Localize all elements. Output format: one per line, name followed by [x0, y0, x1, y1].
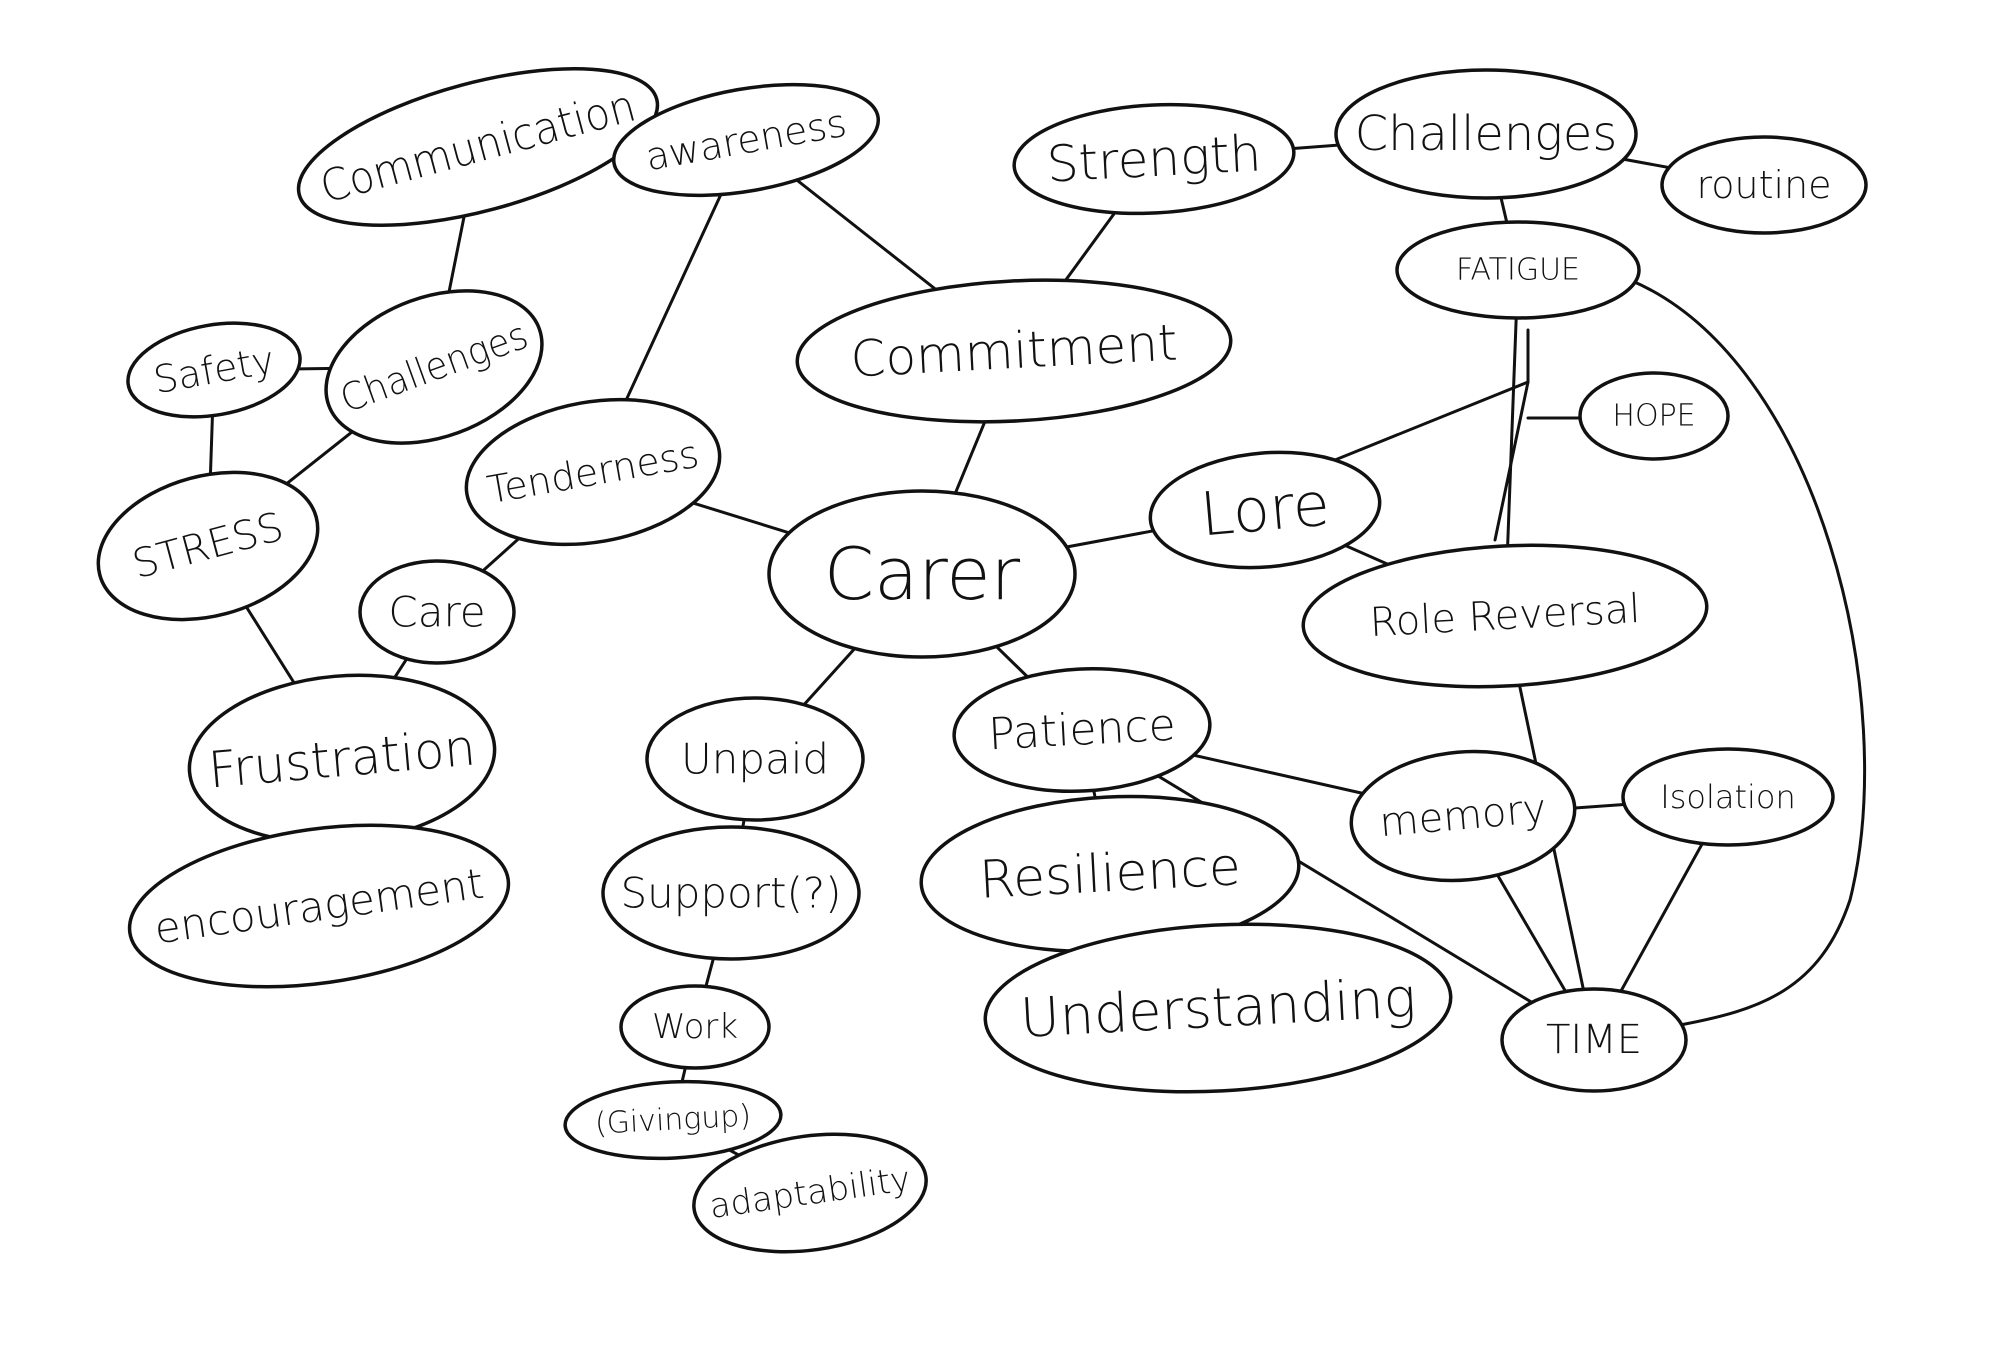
node-outline	[619, 984, 771, 1070]
node-outline	[1301, 543, 1709, 689]
node-label: Patience	[987, 700, 1177, 761]
node-label: Resilience	[978, 837, 1243, 911]
node-tenderness: Tenderness	[464, 397, 722, 547]
node-outline	[96, 470, 320, 622]
node-resilience: Resilience	[919, 794, 1301, 954]
node-work: Work	[619, 984, 771, 1070]
node-encouragement: encouragement	[127, 823, 511, 989]
node-outline	[1349, 749, 1577, 883]
node-outline	[1012, 102, 1296, 216]
node-outline	[358, 559, 516, 665]
node-outline	[126, 321, 302, 419]
node-frustration: Frustration	[187, 673, 497, 845]
node-memory: memory	[1349, 749, 1577, 883]
node-outline	[795, 278, 1233, 424]
node-label: Unpaid	[681, 735, 829, 784]
node-outline	[563, 1079, 783, 1161]
edge-patience-time	[1080, 728, 1596, 1042]
node-safety: Safety	[126, 321, 302, 419]
node-label: Carer	[824, 532, 1021, 616]
node-label: Isolation	[1660, 778, 1795, 816]
node-outline	[983, 922, 1453, 1094]
edge-branch-0	[1333, 380, 1530, 462]
node-carer: Carer	[767, 489, 1077, 659]
node-understanding: Understanding	[983, 922, 1453, 1094]
edge-branch-3	[1493, 380, 1530, 542]
node-outline	[127, 823, 511, 989]
node-routine: routine	[1660, 135, 1868, 235]
node-isolation: Isolation	[1621, 747, 1835, 847]
node-label: Care	[388, 588, 485, 637]
node-love: Lore	[1148, 450, 1382, 570]
node-label: (Givingup)	[594, 1098, 752, 1141]
node-outline	[1578, 371, 1730, 461]
node-label: FATIGUE	[1456, 253, 1580, 288]
node-hope: HOPE	[1578, 371, 1730, 461]
node-outline	[1660, 135, 1868, 235]
node-outline	[645, 696, 865, 822]
edge-fatigue-time	[1628, 278, 1866, 1027]
node-support: Support(?)	[601, 825, 861, 961]
node-challenges-top: Challenges	[1334, 68, 1638, 200]
node-label: Support(?)	[620, 869, 841, 918]
node-label: routine	[1696, 163, 1831, 207]
node-care: Care	[358, 559, 516, 665]
node-commitment: Commitment	[795, 278, 1233, 424]
node-outline	[952, 666, 1212, 794]
node-label: Strength	[1045, 124, 1262, 193]
node-role-reversal: Role Reversal	[1301, 543, 1709, 689]
node-label: Work	[652, 1007, 738, 1047]
node-label: Challenges	[1355, 106, 1618, 162]
node-outline	[1500, 987, 1688, 1093]
node-outline	[601, 825, 861, 961]
node-label: HOPE	[1612, 399, 1695, 434]
node-awareness: awareness	[611, 82, 881, 198]
node-outline	[296, 67, 660, 227]
node-outline	[692, 1132, 928, 1254]
node-givingup: (Givingup)	[563, 1079, 783, 1161]
node-label: TIME	[1546, 1017, 1642, 1063]
node-outline	[767, 489, 1077, 659]
node-patience: Patience	[952, 666, 1212, 794]
node-adaptability: adaptability	[692, 1132, 928, 1254]
node-unpaid: Unpaid	[645, 696, 865, 822]
node-communication: Communication	[296, 67, 660, 227]
node-strength: Strength	[1012, 102, 1296, 216]
node-outline	[1148, 450, 1382, 570]
node-outline	[1334, 68, 1638, 200]
node-fatigue: FATIGUE	[1395, 220, 1641, 320]
node-outline	[611, 82, 881, 198]
node-outline	[464, 397, 722, 547]
node-challenges-left: Challenges	[324, 289, 544, 445]
node-stress: STRESS	[96, 470, 320, 622]
node-outline	[1395, 220, 1641, 320]
node-time: TIME	[1500, 987, 1688, 1093]
node-label: Lore	[1198, 469, 1333, 550]
node-outline	[1621, 747, 1835, 847]
node-outline	[324, 289, 544, 445]
